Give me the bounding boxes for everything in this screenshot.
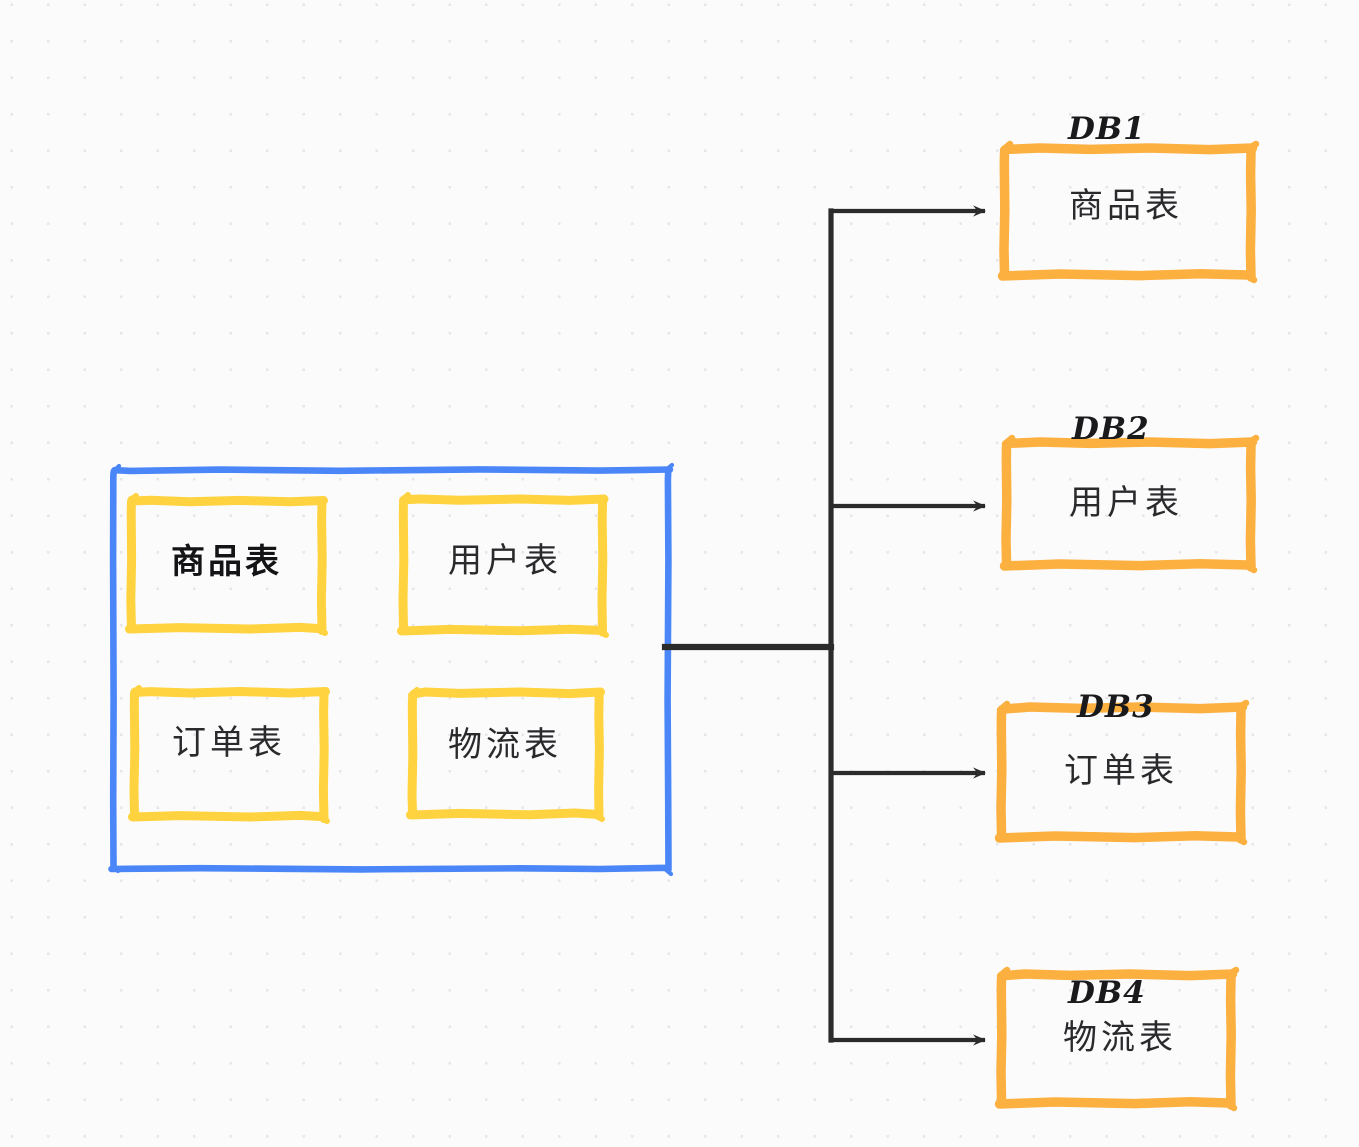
shard-hit-db2[interactable]: [1005, 441, 1253, 569]
shard-tag-db2: DB2: [1072, 411, 1150, 447]
connector-trunk: [661, 208, 835, 1043]
shard-tag-db1: DB1: [1068, 111, 1146, 147]
shard-tag-db3: DB3: [1077, 689, 1155, 725]
shard-label-db1: 商品表: [1069, 188, 1183, 225]
source-table-hit-shangpin[interactable]: [131, 498, 324, 631]
shard-hit-db1[interactable]: [1003, 147, 1253, 278]
source-table-hit-yonghu[interactable]: [402, 498, 605, 633]
source-table-label-wuliu: 物流表: [448, 727, 562, 764]
shard-hit-db3[interactable]: [1000, 706, 1243, 840]
shard-label-db3: 订单表: [1064, 753, 1178, 790]
shard-label-db2: 用户表: [1069, 485, 1183, 522]
shard-hit-db4[interactable]: [1000, 973, 1233, 1106]
source-table-label-yonghu: 用户表: [448, 543, 562, 580]
shard-label-db4: 物流表: [1063, 1020, 1177, 1057]
shard-tag-db4: DB4: [1068, 975, 1146, 1011]
source-table-label-shangpin: 商品表: [171, 544, 282, 581]
source-table-hit-dingdan[interactable]: [133, 690, 326, 819]
source-table-label-dingdan: 订单表: [172, 725, 286, 762]
source-table-hit-wuliu[interactable]: [411, 691, 601, 817]
